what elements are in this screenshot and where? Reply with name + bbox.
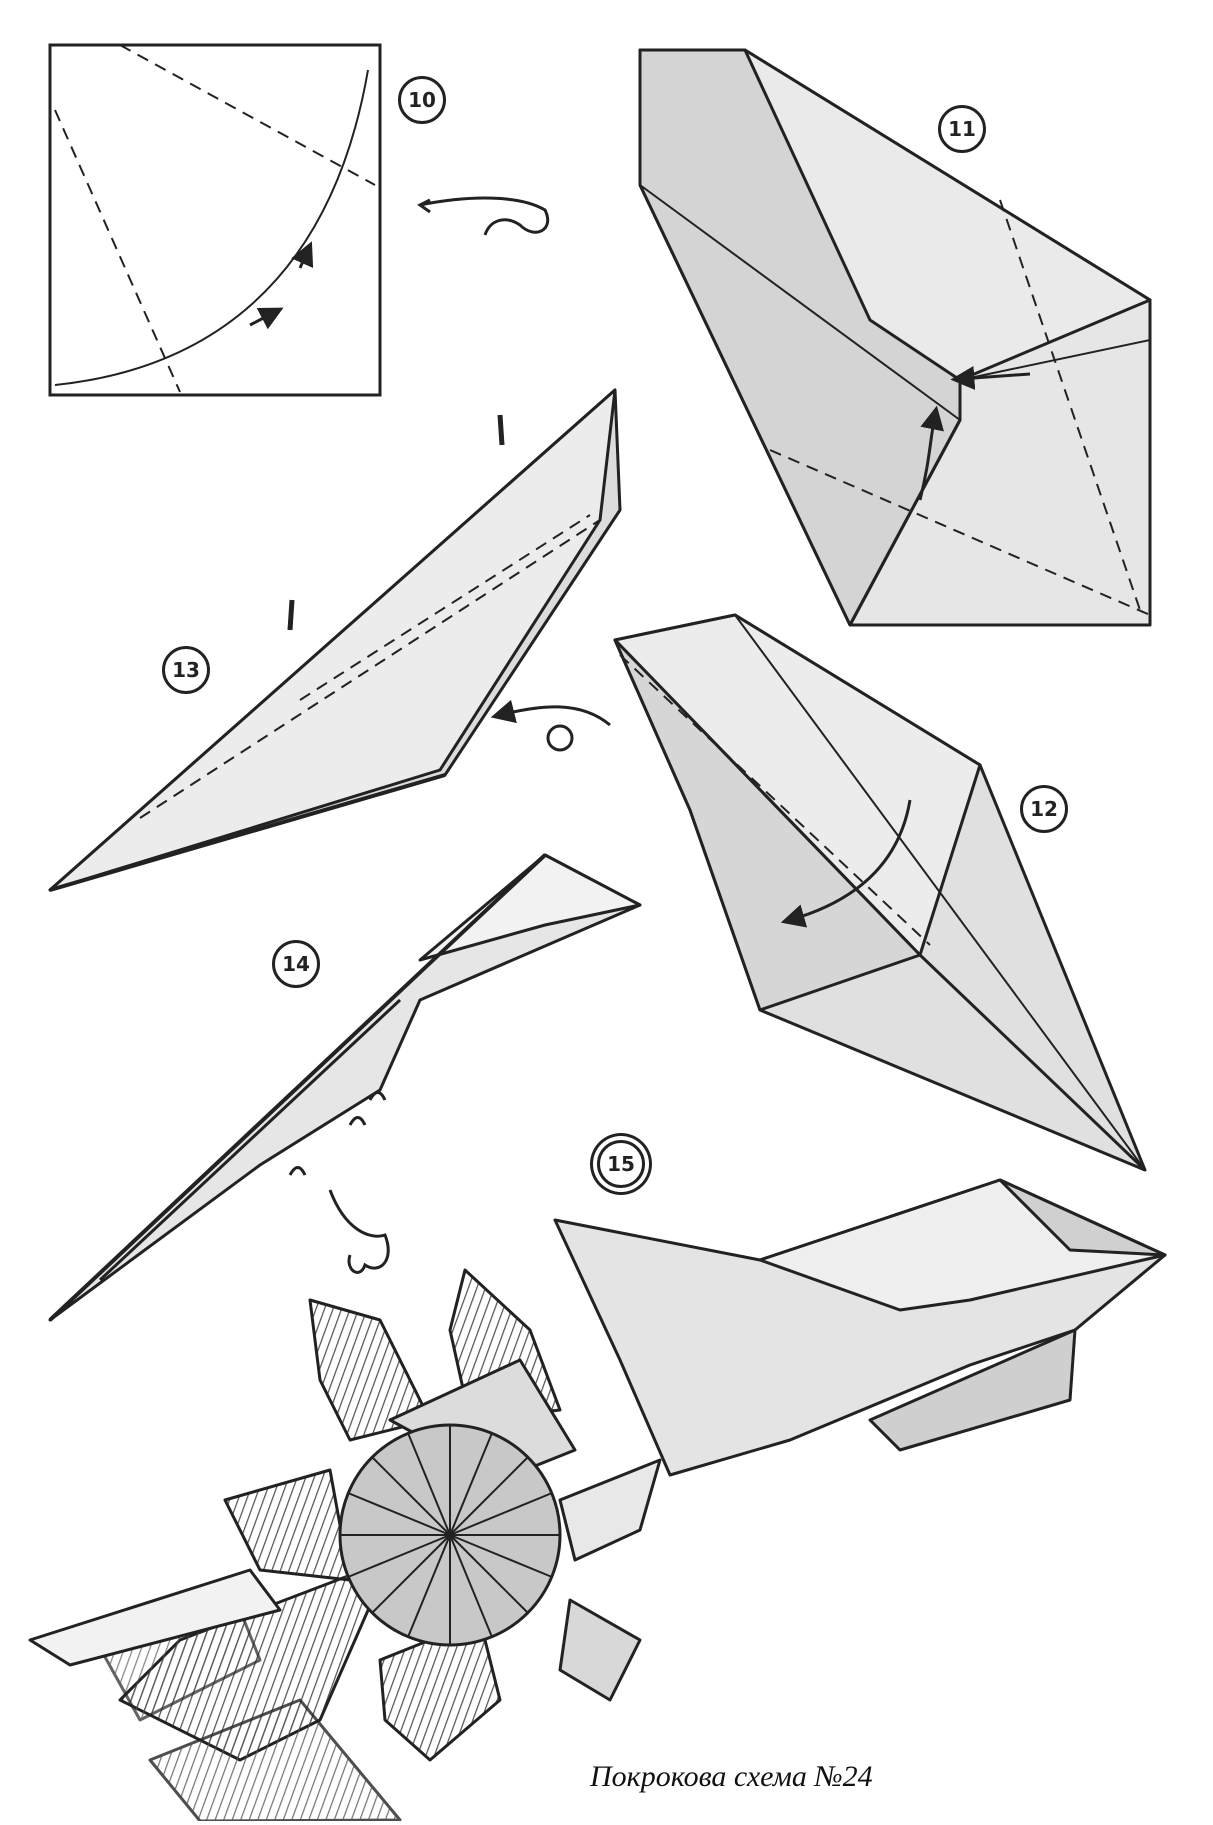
arrow-14-to-15 [330,1190,388,1272]
arrow-12-to-13 [500,707,610,750]
diagram-caption: Покрокова схема №24 [590,1760,873,1794]
step-label-10: 10 [398,76,446,124]
step-10-square [50,45,380,395]
step-label-11: 11 [938,105,986,153]
step-15-model [30,1180,1165,1821]
arrow-10-to-11 [420,198,548,235]
step-13-model [50,390,620,890]
step-label-15: 15 [597,1140,645,1188]
step-label-12: 12 [1020,785,1068,833]
step-14-model [50,855,640,1320]
step-11-model [640,50,1150,625]
step-label-14: 14 [272,940,320,988]
step-12-model [615,615,1145,1170]
step-label-13: 13 [162,646,210,694]
